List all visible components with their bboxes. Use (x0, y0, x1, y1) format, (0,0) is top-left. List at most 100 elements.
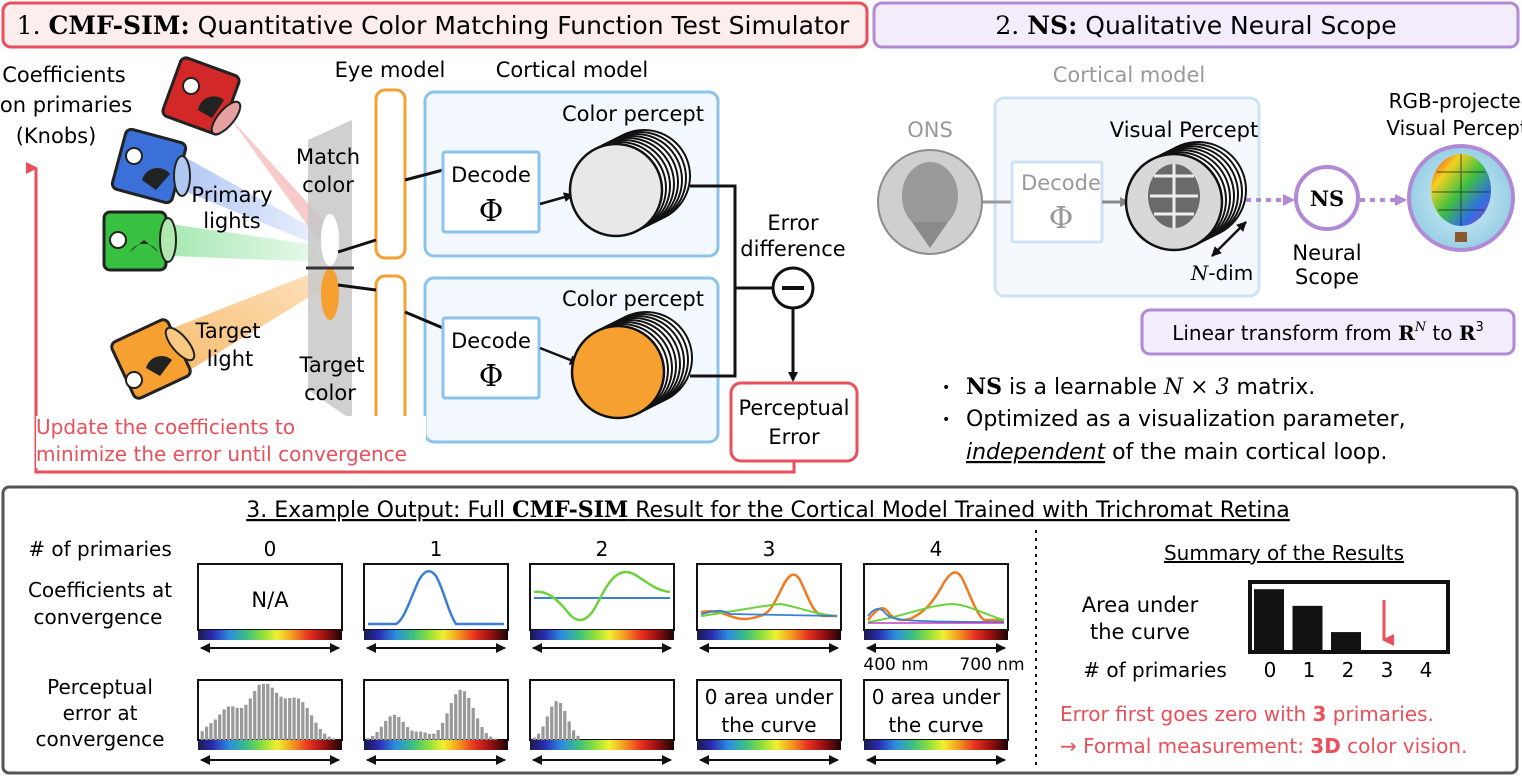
hist0-bar (218, 714, 222, 740)
hist1-bar (476, 718, 480, 740)
perceptual-error-box (729, 381, 859, 463)
hist0-bar (235, 707, 239, 740)
error-plot-1 (363, 679, 509, 750)
red-projector-icon (161, 56, 242, 136)
hist0-bar (205, 726, 209, 740)
hist2-bar (532, 737, 536, 740)
hist1-bar (458, 689, 462, 740)
summary-primaries-label: # of primaries (1083, 658, 1226, 682)
phi-bottom: Φ (479, 359, 504, 394)
match-color-label-2: color (302, 173, 354, 197)
rgb-balloon-image (1407, 144, 1515, 252)
coeff-label-2: on primaries (0, 93, 132, 117)
target-light-label-1: Target (195, 319, 261, 343)
hist1-bar (489, 736, 493, 740)
green-beam (170, 224, 322, 262)
error-histogram-2 (532, 701, 580, 740)
orange-projector-icon (110, 318, 196, 400)
col-header-1: 1 (430, 537, 443, 561)
summary-tick-0: 0 (1264, 658, 1277, 682)
hist2-bar (563, 711, 567, 740)
visual-percept-stack (1124, 141, 1247, 252)
red-beam (210, 90, 334, 240)
hist0-bar (266, 684, 270, 740)
summary-area-label-1: Area under (1082, 593, 1199, 617)
decode-to-percept-bottom (539, 346, 580, 365)
hist1-bar (436, 730, 440, 740)
bullet-2-line-1: Optimized as a visualization parameter, (966, 407, 1406, 432)
hist0-bar (213, 719, 217, 740)
hist1-bar (493, 738, 497, 740)
hist0-bar (270, 687, 274, 740)
hist0-bar (275, 692, 279, 740)
decode-label-bottom: Decode (451, 329, 531, 353)
col-header-3: 3 (763, 537, 776, 561)
hist1-bar (462, 691, 467, 740)
green-projector-icon (102, 210, 177, 272)
match-color-label-1: Match (296, 145, 360, 169)
hist1-bar (445, 713, 449, 740)
hist2-bar (576, 735, 580, 740)
hist2-bar (550, 706, 554, 740)
color-percept-label-top: Color percept (562, 102, 704, 126)
col-header-0: 0 (264, 537, 277, 561)
hist2-bar (541, 726, 545, 740)
hist0-bar (253, 690, 257, 740)
coeff-plot-3 (696, 563, 842, 640)
target-color-label-1: Target (299, 353, 365, 377)
hist2-bar (537, 733, 541, 740)
hist0-bar (310, 715, 314, 740)
hist0-bar (288, 698, 292, 740)
linear-transform-box (1140, 308, 1516, 356)
coeff-plot-1 (363, 563, 509, 640)
hist1-bar (423, 732, 427, 740)
percept-stack-top (568, 129, 691, 238)
hist1-bar (414, 731, 418, 740)
hist1-bar (484, 733, 488, 740)
visual-percept-label: Visual Percept (1110, 118, 1258, 142)
hist0-bar (257, 684, 261, 740)
panel1-title-box (1, 1, 869, 49)
cortical-model-label: Cortical model (496, 58, 649, 82)
decode-to-percept-top (539, 192, 574, 206)
decode-label-top: Decode (451, 163, 531, 187)
primary-lights-label-2: lights (203, 209, 260, 233)
hist0-bar (318, 729, 322, 740)
error-histogram-1 (366, 689, 497, 740)
zero-area-3-line-1: 0 area under (705, 685, 834, 709)
panel3-title: 3. Example Output: Full CMF-SIM Result f… (246, 497, 1290, 523)
target-to-eye (337, 283, 377, 292)
summary-tick-1: 1 (1303, 658, 1316, 682)
decode-box-top (441, 150, 541, 234)
hist1-bar (454, 694, 458, 740)
hist0-bar (314, 722, 318, 740)
hist0-bar (292, 697, 296, 740)
perceptual-error-label-1: Perceptual (738, 396, 849, 420)
hist1-bar (384, 720, 388, 740)
red-conclusion-2: → Formal measurement: 3D color vision. (1060, 734, 1467, 758)
summary-tick-2: 2 (1342, 658, 1355, 682)
decode-box-bottom (441, 316, 541, 400)
hist1-bar (375, 732, 379, 740)
hist1-bar (401, 721, 405, 740)
hist0-bar (261, 684, 266, 740)
summary-tick-3: 3 (1381, 658, 1394, 682)
hist1-bar (419, 731, 423, 740)
hist0-bar (279, 696, 283, 740)
bullet-1-text: NS is a learnable N × 3 matrix. (966, 374, 1315, 400)
hist0-bar (240, 707, 244, 740)
error-difference-label-1: Error (767, 211, 819, 235)
hist2-bar (572, 730, 576, 740)
row-label-coeff-1: Coefficients at (28, 578, 172, 602)
ns-node-label: NS (1310, 186, 1344, 211)
coeff-plot-4 (863, 563, 1009, 640)
zero-area-4-line-1: 0 area under (872, 685, 1001, 709)
row-label-err-2: error at (63, 701, 138, 725)
panel2-title-box (872, 1, 1520, 49)
hist1-bar (467, 698, 471, 740)
orange-beam (168, 270, 334, 370)
target-spot (321, 268, 339, 320)
rgb-projected-label-1: RGB-projected (1389, 89, 1522, 113)
hist1-bar (371, 736, 375, 740)
